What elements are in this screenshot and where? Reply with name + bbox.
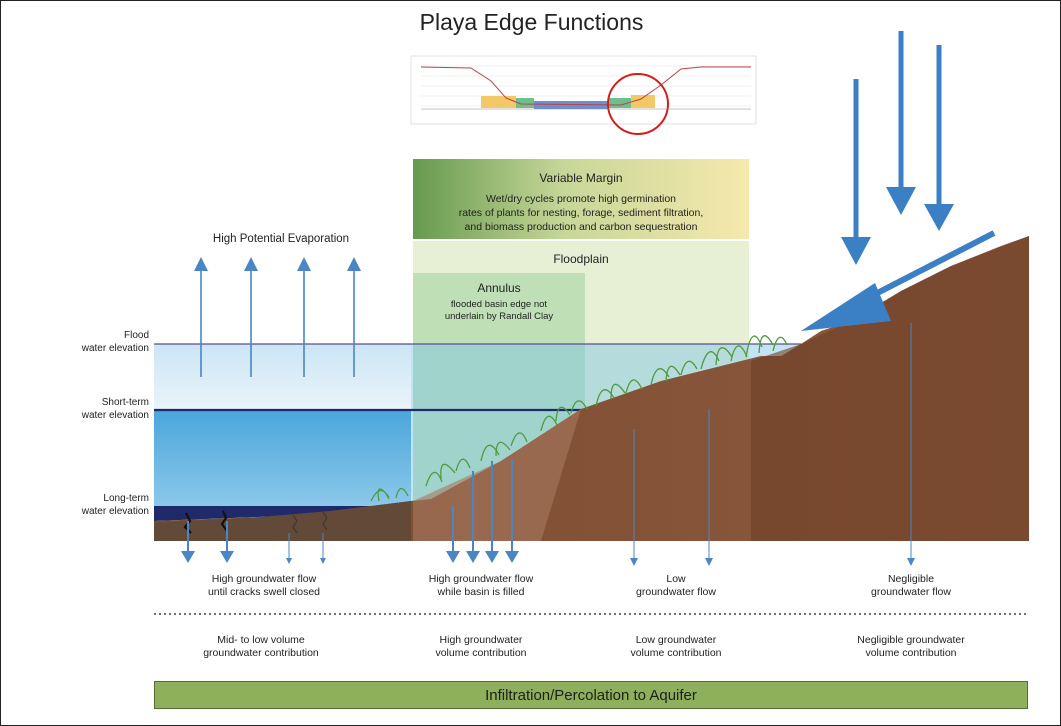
variable-margin-title: Variable Margin (539, 171, 623, 185)
groundwater-arrows (181, 459, 519, 563)
floodplain-title: Floodplain (553, 252, 609, 266)
long-term-level-label: Long-term water elevation (81, 493, 149, 517)
upland-soil (751, 236, 1029, 541)
playa-floor (154, 501, 411, 541)
short-term-water-layer (154, 410, 411, 507)
thin-groundwater-arrows (286, 323, 915, 566)
contribution-label-4: Negligible groundwater volume contributi… (857, 634, 965, 659)
inset-hydrograph (410, 55, 757, 135)
evaporation-arrows (194, 257, 361, 377)
flood-water-layer (154, 344, 411, 410)
diagram-title: Playa Edge Functions (419, 9, 644, 35)
short-term-level-label: Short-term water elevation (81, 397, 149, 421)
contribution-label-1: Mid- to low volume groundwater contribut… (203, 634, 319, 659)
flow-label-4: Negligible groundwater flow (871, 573, 951, 598)
vegetation (370, 335, 788, 502)
soil-crack (322, 511, 328, 531)
flow-label-1: High groundwater flow until cracks swell… (207, 573, 321, 598)
soil-crack (292, 514, 298, 534)
annulus-text: flooded basin edge not underlain by Rand… (444, 299, 554, 322)
flow-label-3: Low groundwater flow (636, 573, 716, 598)
annulus-title: Annulus (477, 281, 521, 295)
water-over-annulus (411, 344, 801, 506)
soil-crack (220, 510, 228, 532)
contribution-label-3: Low groundwater volume contribution (630, 634, 722, 659)
contribution-label-2: High groundwater volume contribution (435, 634, 527, 659)
runoff-arrows (801, 31, 996, 331)
variable-margin-text: Wet/dry cycles promote high germination … (458, 193, 704, 233)
aquifer-bar: Infiltration/Percolation to Aquifer (154, 681, 1028, 709)
flow-label-2: High groundwater flow while basin is fil… (428, 573, 534, 598)
flood-level-label: Flood water elevation (81, 330, 149, 354)
annulus-soil (413, 409, 581, 541)
variable-margin-zone (413, 159, 749, 239)
evaporation-label: High Potential Evaporation (212, 233, 350, 245)
